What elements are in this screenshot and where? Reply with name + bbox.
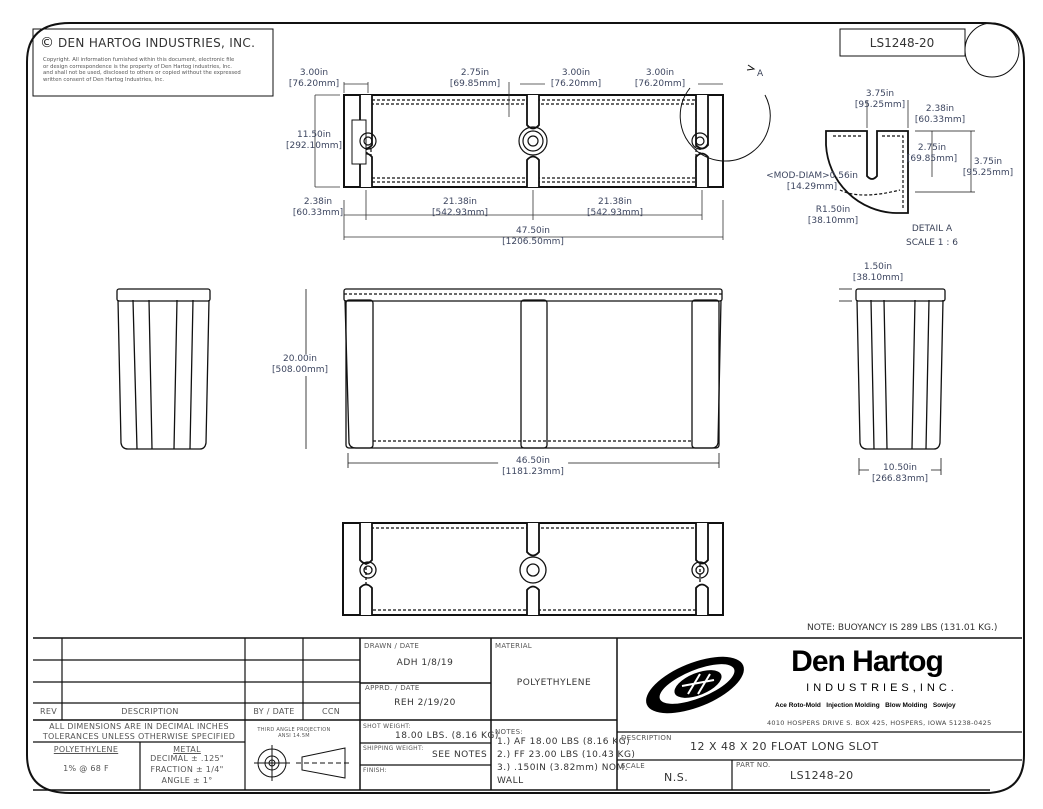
sheet-border xyxy=(26,22,1025,794)
poly-tolerance-value: 1% @ 68 F xyxy=(63,764,109,773)
company-logo-name: Den Hartog xyxy=(791,645,944,678)
approved-value: REH 2/19/20 xyxy=(394,698,456,708)
description-header: DESCRIPTION xyxy=(121,707,179,716)
division-list: Ace Roto-Mold Injection Molding Blow Mol… xyxy=(775,702,956,709)
note-line: 3.) .150IN (3.82mm) NOM. xyxy=(497,763,629,773)
top-view-dimension-lines xyxy=(314,82,724,240)
poly-tolerance-title: POLYETHYLENE xyxy=(53,745,119,754)
dim-width: 11.50in[292.10mm] xyxy=(285,130,343,151)
dim-height: 20.00in[508.00mm] xyxy=(271,354,329,376)
dim-overall-length: 47.50in[1206.50mm] xyxy=(502,226,564,247)
copyright-notice: Copyright. All information furnished wit… xyxy=(43,57,241,83)
copyright-line: Copyright. All information furnished wit… xyxy=(43,57,235,63)
metal-tolerance-line: FRACTION ± 1/4" xyxy=(150,765,224,774)
metal-tolerance-line: ANGLE ± 1° xyxy=(161,776,213,785)
company-address: 4010 HOSPERS DRIVE S. BOX 425, HOSPERS, … xyxy=(767,719,992,727)
copyright-box xyxy=(32,28,274,97)
projection-label: THIRD ANGLE PROJECTION xyxy=(257,727,331,733)
tolerance-line: TOLERANCES UNLESS OTHERWISE SPECIFIED xyxy=(42,732,236,741)
approved-label: APPRD. / DATE xyxy=(365,684,420,692)
title-block-grid xyxy=(33,637,1022,791)
dim-center-slot-width: 3.00in[76.20mm] xyxy=(550,68,602,89)
metal-tolerance-line: DECIMAL ± .125" xyxy=(150,754,224,763)
part-number-header: LS1248-20 xyxy=(869,36,935,50)
division: Injection Molding xyxy=(826,702,880,709)
dim-end-slot-width: 3.00in[76.20mm] xyxy=(288,68,340,89)
dim-slot-spacing-right: 21.38in[542.93mm] xyxy=(586,197,644,218)
bottom-view xyxy=(342,522,724,616)
detail-dim-slot-width: 3.75in[95.25mm] xyxy=(854,89,906,110)
top-view xyxy=(343,64,771,188)
shipping-weight-value: SEE NOTES xyxy=(432,750,488,760)
ccn-header: CCN xyxy=(321,707,341,716)
detail-title: DETAIL A xyxy=(911,224,953,234)
third-angle-symbol xyxy=(254,745,352,781)
part-no-label: PART NO. xyxy=(736,761,771,769)
shipping-weight-label: SHIPPING WEIGHT: xyxy=(363,745,424,752)
division: Blow Molding xyxy=(885,702,928,709)
dim-slot-offset: 2.38in[60.33mm] xyxy=(292,197,344,218)
company-logo-mark xyxy=(646,656,744,714)
projection-label: ANSI 14.5M xyxy=(278,733,310,739)
detail-dim-radius: R1.50in[38.10mm] xyxy=(807,205,859,226)
copyright-symbol: © xyxy=(40,35,54,51)
finish-label: FINISH: xyxy=(363,767,387,774)
left-side-view xyxy=(116,288,211,450)
detail-a-view xyxy=(825,100,975,214)
dim-side-width: 10.50in[266.83mm] xyxy=(868,463,932,485)
material-value: POLYETHYLENE xyxy=(516,678,592,688)
detail-dim-offset: 2.38in[60.33mm] xyxy=(914,104,966,125)
company-logo-sub: INDUSTRIES,INC. xyxy=(806,682,958,694)
notes-label: NOTES: xyxy=(495,728,524,736)
shot-weight-label: SHOT WEIGHT: xyxy=(363,723,411,730)
shot-weight-value: 18.00 LBS. (8.16 KG) xyxy=(395,731,499,741)
part-number-box xyxy=(839,28,966,57)
metal-tolerance-title: METAL xyxy=(173,745,201,754)
detail-callout-label: A xyxy=(757,69,764,79)
rev-header: REV xyxy=(40,707,57,716)
division: Ace Roto-Mold xyxy=(775,702,821,709)
dim-slot-spacing-left: 21.38in[542.93mm] xyxy=(431,197,489,218)
drawn-value: ADH 1/8/19 xyxy=(396,658,454,668)
scale-value: N.S. xyxy=(664,771,689,784)
scale-label: SCALE xyxy=(621,762,645,770)
dim-right-slot-width: 3.00in[76.20mm] xyxy=(634,68,686,89)
right-side-view xyxy=(839,288,946,475)
company-title: DEN HARTOG INDUSTRIES, INC. xyxy=(58,36,256,50)
tolerance-line: ALL DIMENSIONS ARE IN DECIMAL INCHES xyxy=(49,722,229,731)
buoyancy-note: NOTE: BUOYANCY IS 289 LBS (131.01 KG.) xyxy=(807,623,998,633)
description-value: 12 X 48 X 20 FLOAT LONG SLOT xyxy=(690,740,879,753)
dim-lip-height: 1.50in[38.10mm] xyxy=(852,262,904,283)
detail-dim-height: 3.75in[95.25mm] xyxy=(962,157,1014,178)
corner-circle xyxy=(964,22,1020,78)
note-line: WALL xyxy=(497,776,524,786)
note-line: 1.) AF 18.00 LBS (8.16 KG) xyxy=(497,737,631,747)
by-date-header: BY / DATE xyxy=(253,707,295,716)
note-line: 2.) FF 23.00 LBS (10.43 KG) xyxy=(497,750,636,760)
dim-slot-depth: 2.75in[69.85mm] xyxy=(449,68,501,89)
part-no-value: LS1248-20 xyxy=(790,769,854,782)
description-label: DESCRIPTION xyxy=(621,734,672,742)
copyright-line: written consent of Den Hartog Industries… xyxy=(43,76,165,83)
detail-dim-diameter: <MOD-DIAM>0.56in[14.29mm] xyxy=(766,171,858,192)
copyright-line: and shall not be used, disclosed to othe… xyxy=(43,70,241,77)
copyright-line: or design correspondence is the property… xyxy=(43,63,232,70)
detail-dim-slot-depth: 2.75in[69.85mm] xyxy=(906,143,958,164)
division: Sowjoy xyxy=(932,702,956,709)
drawn-label: DRAWN / DATE xyxy=(364,642,420,650)
dim-bottom-length: 46.50in[1181.23mm] xyxy=(498,456,568,478)
detail-scale: SCALE 1 : 6 xyxy=(906,238,958,248)
material-label: MATERIAL xyxy=(495,642,532,650)
front-view xyxy=(305,288,723,468)
